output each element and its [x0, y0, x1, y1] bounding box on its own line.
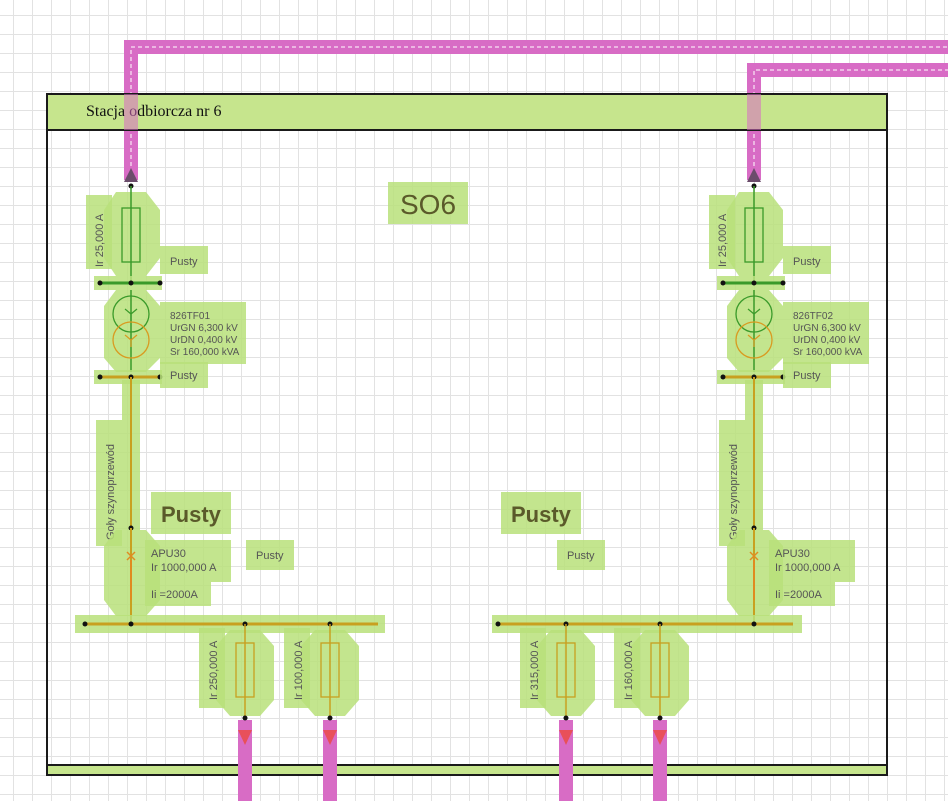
transformer-urgn: UrGN 6,300 kV — [170, 323, 238, 334]
feeder-rating-label: Ir 250,000 A — [208, 640, 220, 700]
transformer-right[interactable]: 826TF02 UrGN 6,300 kV UrDN 0,400 kV Sr 1… — [727, 290, 869, 372]
empty-slot-label: Pusty — [256, 550, 284, 562]
outgoing-arrow-icon — [653, 730, 667, 745]
incoming-arrow-icon — [124, 168, 138, 182]
fuse-icon — [320, 642, 340, 698]
incoming-cable[interactable] — [124, 40, 948, 180]
fuse-icon — [235, 642, 255, 698]
breaker-ii: Ii =2000A — [775, 589, 822, 601]
feeder-fuse[interactable]: Ir 100,000 A — [284, 624, 359, 801]
transformer-urdn: UrDN 0,400 kV — [170, 335, 238, 346]
outgoing-arrow-icon — [323, 730, 337, 745]
empty-section-label: Pusty — [511, 502, 572, 527]
fuse-icon — [744, 207, 764, 263]
fuse-rating-label: Ir 25,000 A — [94, 213, 106, 267]
breaker-name: APU30 — [151, 548, 186, 560]
feeder-fuse[interactable]: Ir 160,000 A — [614, 624, 689, 801]
left-incoming-branch[interactable]: Ir 25,000 A Pusty 826TF01 UrGN 6,300 kV … — [86, 168, 294, 622]
outgoing-arrow-icon — [559, 730, 573, 745]
station-title: Stacja odbiorcza nr 6 — [86, 103, 222, 120]
station-footer — [46, 764, 888, 776]
station-code-box — [388, 182, 468, 224]
empty-slot-label: Pusty — [170, 370, 198, 382]
right-incoming-branch[interactable]: Ir 25,000 A Pusty 826TF02 UrGN 6,300 kV … — [501, 168, 869, 622]
transformer-lv-winding-icon — [735, 321, 773, 359]
empty-slot-box — [160, 246, 208, 274]
cable-overlap-left — [124, 94, 138, 130]
incoming-arrow-icon — [747, 168, 761, 182]
station-code: SO6 — [400, 189, 456, 220]
empty-slot-label: Pusty — [567, 550, 595, 562]
feeder-fuse[interactable]: Ir 315,000 A — [520, 624, 595, 801]
fuse-icon — [121, 207, 141, 263]
breaker-icon — [749, 551, 759, 561]
transformer-left[interactable]: 826TF01 UrGN 6,300 kV UrDN 0,400 kV Sr 1… — [104, 290, 246, 372]
feeder-rating-label: Ir 100,000 A — [293, 640, 305, 700]
transformer-urgn: UrGN 6,300 kV — [793, 323, 861, 334]
breaker-icon — [126, 551, 136, 561]
empty-slot-label: Pusty — [793, 370, 821, 382]
busduct-label: Goły szynoprzewód — [728, 444, 740, 540]
transformer-lv-winding-icon — [112, 321, 150, 359]
feeder-rating-label: Ir 160,000 A — [623, 640, 635, 700]
outgoing-arrow-icon — [238, 730, 252, 745]
cable-overlap-right — [747, 94, 761, 130]
feeder-rating-label: Ir 315,000 A — [529, 640, 541, 700]
transformer-hv-winding-icon — [735, 295, 773, 333]
fuse-icon — [556, 642, 576, 698]
fuse-left[interactable]: Ir 25,000 A — [86, 186, 160, 282]
empty-slot-label: Pusty — [793, 256, 821, 268]
transformer-name: 826TF01 — [170, 311, 210, 322]
breaker-ir: Ir 1000,000 A — [775, 562, 841, 574]
busduct-left[interactable]: Goły szynoprzewód — [96, 377, 140, 546]
empty-slot-label: Pusty — [170, 256, 198, 268]
breaker-right[interactable]: APU30 Ir 1000,000 A Ii =2000A — [727, 528, 855, 622]
breaker-left[interactable]: APU30 Ir 1000,000 A Ii =2000A — [104, 528, 231, 622]
transformer-hv-winding-icon — [112, 295, 150, 333]
fuse-icon — [650, 642, 670, 698]
busduct-right[interactable]: Goły szynoprzewód — [719, 377, 763, 546]
breaker-ir: Ir 1000,000 A — [151, 562, 217, 574]
transformer-sr: Sr 160,000 kVA — [793, 347, 863, 358]
fuse-right[interactable]: Ir 25,000 A — [709, 186, 783, 282]
fuse-rating-label: Ir 25,000 A — [717, 213, 729, 267]
breaker-name: APU30 — [775, 548, 810, 560]
breaker-ii: Ii =2000A — [151, 589, 198, 601]
busduct-label: Goły szynoprzewód — [105, 444, 117, 540]
outgoing-feeders[interactable]: Ir 250,000 A Ir 100,000 A Ir 315,000 A Ir 1… — [199, 624, 689, 801]
feeder-fuse[interactable]: Ir 250,000 A — [199, 624, 274, 801]
empty-section-label: Pusty — [161, 502, 222, 527]
transformer-urdn: UrDN 0,400 kV — [793, 335, 861, 346]
transformer-sr: Sr 160,000 kVA — [170, 347, 240, 358]
transformer-name: 826TF02 — [793, 311, 833, 322]
